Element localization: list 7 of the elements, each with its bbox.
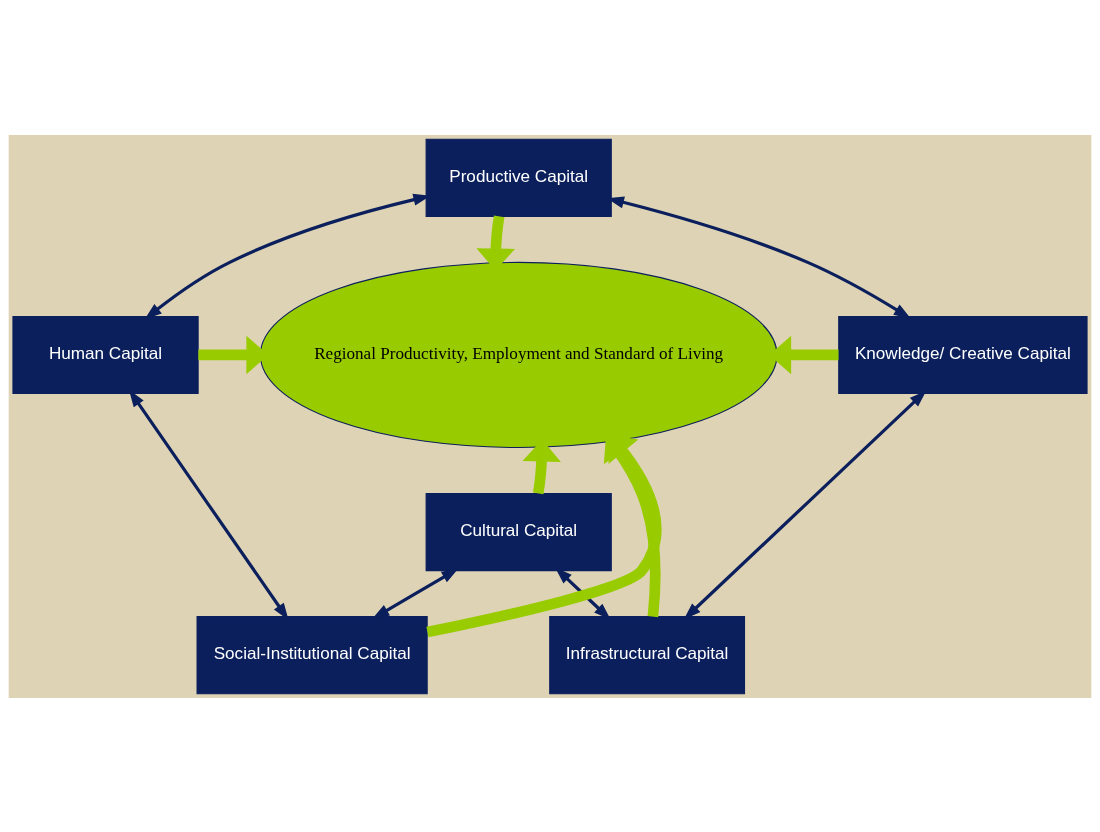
node-box: Social-Institutional Capital xyxy=(196,615,428,694)
node-box: Infrastructural Capital xyxy=(549,615,746,694)
node-box: Knowledge/ Creative Capital xyxy=(838,315,1088,394)
node-box: Productive Capital xyxy=(425,138,612,217)
node-ellipse: Regional Productivity, Employment and Standard of Living xyxy=(259,261,778,448)
node-box: Cultural Capital xyxy=(425,492,612,571)
node-box: Human Capital xyxy=(12,315,199,394)
